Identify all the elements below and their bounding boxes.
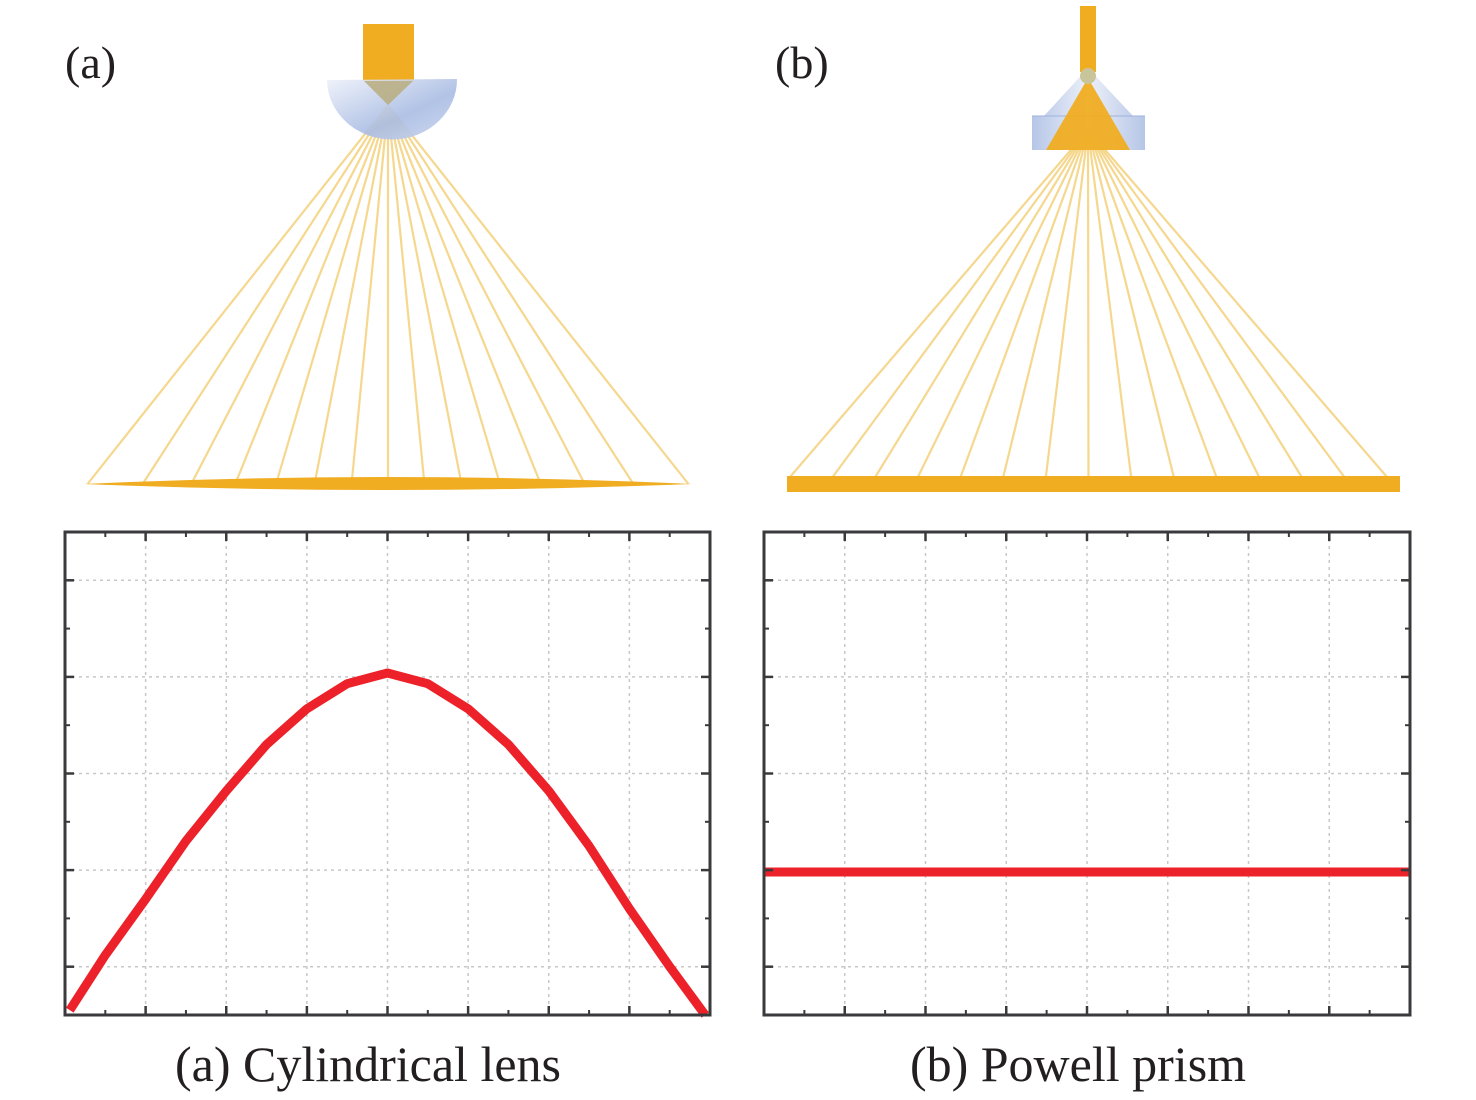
cylindrical-lens-icon — [327, 79, 458, 140]
ray — [387, 104, 586, 485]
ray — [1086, 129, 1175, 478]
ray — [86, 104, 389, 485]
ray — [1086, 129, 1090, 478]
series-line — [66, 668, 709, 1018]
ray — [789, 129, 1089, 478]
ray — [234, 104, 390, 485]
line-screen-a — [84, 477, 692, 490]
plot-b — [762, 530, 1412, 1017]
ray — [313, 104, 390, 485]
line-screen-b — [787, 476, 1400, 492]
ray — [141, 104, 389, 485]
panel-label-a: (a) — [65, 37, 116, 88]
ray — [1087, 129, 1261, 478]
ray — [190, 104, 389, 485]
ray — [1087, 129, 1303, 478]
ray — [350, 104, 390, 485]
ray — [386, 104, 426, 485]
ray — [1086, 129, 1133, 478]
beam-convergence-a — [364, 81, 413, 105]
caption-a: (a) Cylindrical lens — [175, 1036, 561, 1092]
ray — [1087, 129, 1346, 478]
laser-beam-a — [363, 24, 414, 81]
ray — [959, 129, 1090, 478]
ray — [916, 129, 1089, 478]
ray — [1086, 129, 1218, 478]
rays-b — [789, 129, 1388, 478]
ray — [831, 129, 1089, 478]
panel-label-b: (b) — [775, 37, 829, 88]
ray — [274, 104, 390, 485]
caption-b: (b) Powell prism — [910, 1036, 1246, 1092]
ray — [386, 104, 542, 485]
ray — [386, 104, 463, 485]
rays-a — [86, 104, 690, 485]
ray — [387, 104, 635, 485]
laser-beam-b — [1080, 6, 1096, 72]
plot-a — [63, 530, 712, 1018]
ray — [1087, 129, 1388, 478]
beam-fan-b — [1046, 78, 1130, 150]
ray — [387, 104, 690, 485]
ray — [386, 104, 502, 485]
prism-apex — [1080, 68, 1096, 84]
ray — [874, 129, 1089, 478]
ray — [1044, 129, 1090, 478]
powell-prism-diagram — [787, 6, 1400, 492]
cylindrical-lens-diagram — [84, 24, 692, 490]
ray — [1002, 129, 1090, 478]
